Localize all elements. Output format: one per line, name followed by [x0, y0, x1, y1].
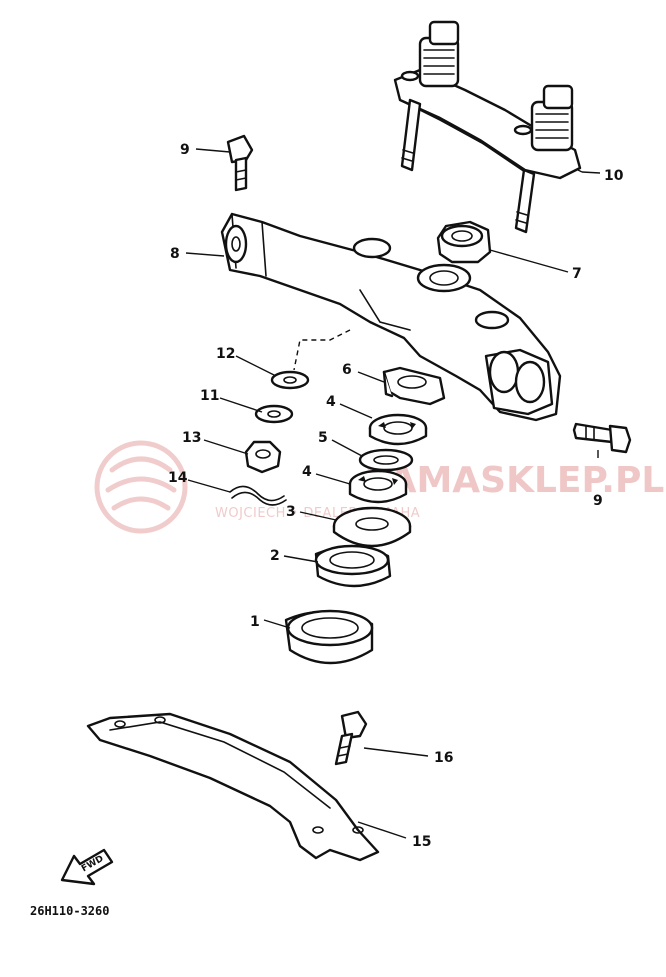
part-13-nut[interactable]	[244, 440, 282, 474]
watermark-logo-icon	[94, 440, 188, 534]
callout-12: 12	[216, 346, 235, 362]
callout-4-upper: 4	[326, 394, 336, 410]
part-11-washer[interactable]	[254, 404, 294, 424]
part-1-lower-bearing[interactable]	[284, 609, 374, 665]
callout-9-upper: 9	[180, 142, 190, 158]
part-9-bolt-upper[interactable]	[226, 134, 254, 192]
part-2-upper-bearing[interactable]	[314, 544, 392, 588]
callout-1: 1	[250, 614, 260, 630]
part-5-washer[interactable]	[358, 448, 414, 472]
fwd-arrow-icon: FWD	[60, 848, 114, 886]
part-3-bearing-cover[interactable]	[332, 506, 412, 548]
callout-5: 5	[318, 430, 328, 446]
part-9-bolt-right[interactable]	[572, 422, 632, 454]
watermark-title: YAMASKLEP.PL	[365, 460, 664, 501]
callout-16: 16	[434, 750, 453, 766]
part-12-washer[interactable]	[270, 370, 310, 390]
part-7-stem-nut[interactable]	[436, 220, 492, 264]
leader-lines	[185, 148, 601, 839]
part-4-ring-nut-lower[interactable]	[348, 469, 408, 504]
diagram-code: 26H110-3260	[30, 904, 109, 918]
callout-4-lower: 4	[302, 464, 312, 480]
part-16-bolt[interactable]	[334, 710, 368, 766]
callout-11: 11	[200, 388, 219, 404]
callout-2: 2	[270, 548, 280, 564]
callout-7: 7	[572, 266, 582, 282]
callout-9-right: 9	[593, 493, 603, 509]
callout-15: 15	[412, 834, 431, 850]
stem-axis-dashed	[293, 329, 351, 371]
callout-10: 10	[604, 168, 624, 184]
part-10-handlebar-holder[interactable]	[393, 20, 582, 234]
part-15-lower-cover[interactable]	[86, 712, 380, 862]
callout-6: 6	[342, 362, 352, 378]
part-8-under-bracket[interactable]	[220, 212, 562, 422]
callout-14: 14	[168, 470, 188, 486]
callout-labels: 1 2 3 4 4 5 6 7 8 9 9 10 11 12 13 14 15 …	[168, 142, 624, 850]
callout-8: 8	[170, 246, 180, 262]
callout-3: 3	[286, 504, 296, 520]
part-6-lock-washer[interactable]	[382, 366, 446, 406]
part-14-cable-clip[interactable]	[229, 485, 287, 506]
callout-13: 13	[182, 430, 201, 446]
part-4-ring-nut-upper[interactable]	[368, 413, 428, 446]
